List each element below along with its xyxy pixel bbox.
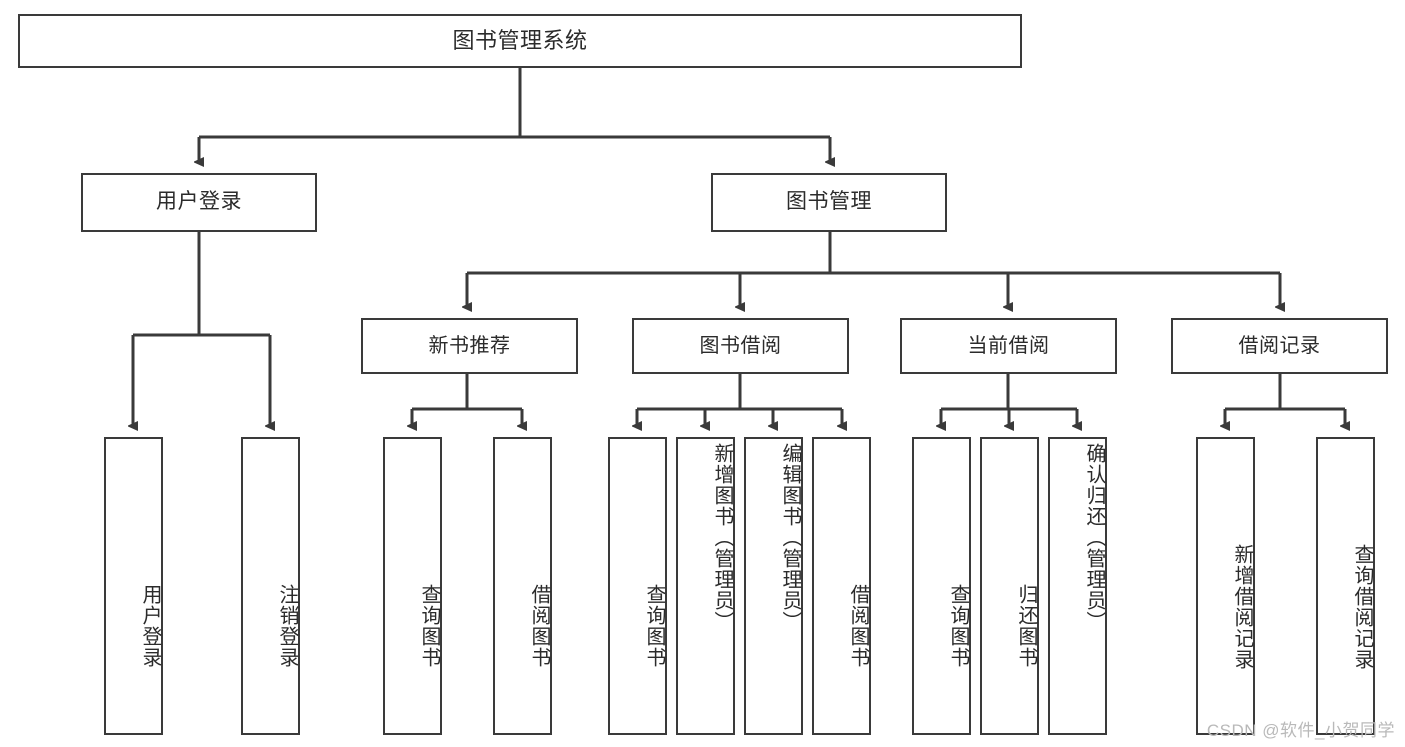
leaf-user-login-signin[interactable]: 用户登录	[104, 437, 163, 735]
node-label: 图书借阅	[699, 334, 782, 357]
leaf-user-login-signout[interactable]: 注销登录	[241, 437, 300, 735]
node-borrow-record[interactable]: 借阅记录	[1171, 318, 1388, 374]
leaf-label: 确认归还（管理员）	[1083, 443, 1105, 632]
leaf-book-borrow-add-book-admin[interactable]: 新增图书（管理员）	[676, 437, 735, 735]
leaf-label: 查询图书	[643, 584, 665, 668]
leaf-label: 新增借阅记录	[1231, 544, 1253, 670]
node-root-book-management-system[interactable]: 图书管理系统	[18, 14, 1022, 68]
leaf-label: 借阅图书	[847, 584, 869, 668]
leaf-new-book-query-book[interactable]: 查询图书	[383, 437, 442, 735]
leaf-label: 用户登录	[139, 584, 161, 668]
leaf-borrow-record-add-record[interactable]: 新增借阅记录	[1196, 437, 1255, 735]
node-label: 图书管理	[786, 190, 872, 214]
leaf-book-borrow-query-book[interactable]: 查询图书	[608, 437, 667, 735]
node-label: 借阅记录	[1238, 334, 1321, 357]
leaf-borrow-record-query-record[interactable]: 查询借阅记录	[1316, 437, 1375, 735]
leaf-book-borrow-borrow-book[interactable]: 借阅图书	[812, 437, 871, 735]
leaf-book-borrow-edit-book-admin[interactable]: 编辑图书（管理员）	[744, 437, 803, 735]
csdn-watermark: CSDN @软件_小贺同学	[1206, 721, 1395, 740]
node-user-login[interactable]: 用户登录	[81, 173, 317, 232]
leaf-label: 查询图书	[418, 584, 440, 668]
leaf-label: 查询借阅记录	[1351, 544, 1373, 670]
leaf-label: 新增图书（管理员）	[711, 443, 733, 632]
node-label: 当前借阅	[967, 334, 1050, 357]
node-current-borrow[interactable]: 当前借阅	[900, 318, 1117, 374]
leaf-label: 借阅图书	[528, 584, 550, 668]
leaf-label: 编辑图书（管理员）	[779, 443, 801, 632]
node-book-borrow[interactable]: 图书借阅	[632, 318, 849, 374]
node-label: 新书推荐	[428, 334, 511, 357]
leaf-new-book-borrow-book[interactable]: 借阅图书	[493, 437, 552, 735]
leaf-label: 归还图书	[1015, 584, 1037, 668]
node-book-management[interactable]: 图书管理	[711, 173, 947, 232]
leaf-current-borrow-return-book[interactable]: 归还图书	[980, 437, 1039, 735]
leaf-label: 查询图书	[947, 584, 969, 668]
leaf-label: 注销登录	[276, 584, 298, 668]
node-label: 用户登录	[156, 190, 242, 214]
leaf-current-borrow-query-book[interactable]: 查询图书	[912, 437, 971, 735]
node-label: 图书管理系统	[452, 28, 588, 54]
node-new-book-recommend[interactable]: 新书推荐	[361, 318, 578, 374]
leaf-current-borrow-confirm-return-admin[interactable]: 确认归还（管理员）	[1048, 437, 1107, 735]
